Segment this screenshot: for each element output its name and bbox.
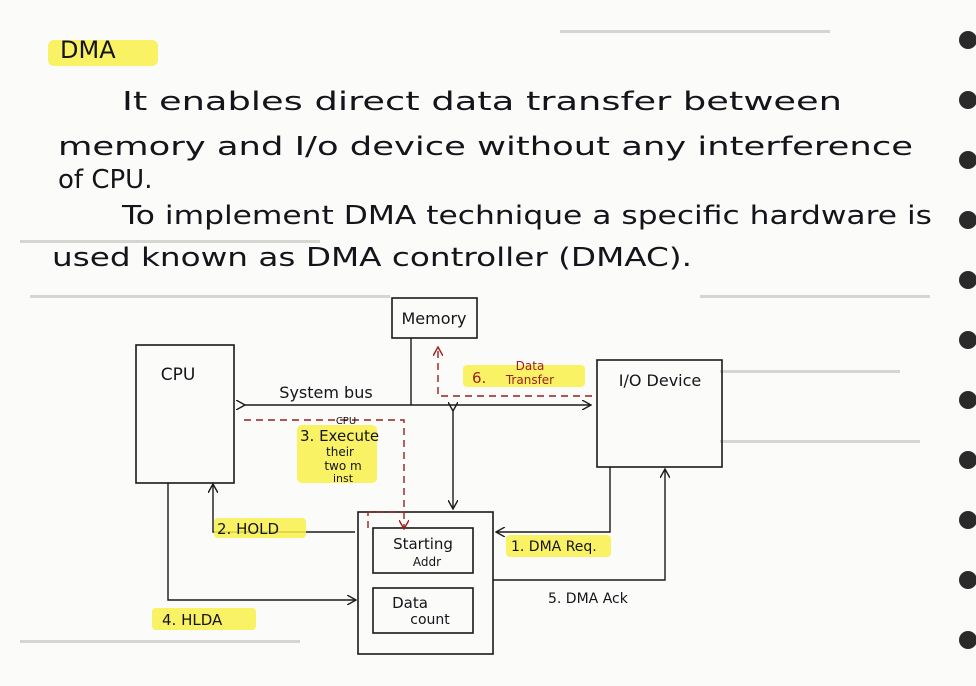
data-count-register <box>372 587 474 634</box>
dma-ack-label: 5. DMA Ack <box>548 591 629 607</box>
execute-highlight <box>297 425 377 483</box>
paragraph1-line2: memory and I/o device without any interf… <box>58 132 913 162</box>
execute-cpu-label: CPU <box>336 416 356 427</box>
io-device-label: I/O Device <box>619 371 702 390</box>
dma-req-label: 1. DMA Req. <box>511 539 597 555</box>
bleed-through-texture <box>20 30 930 643</box>
data-count-label-2: count <box>410 612 450 628</box>
dma-req-highlight <box>506 535 611 557</box>
io-device-box <box>596 359 723 468</box>
data-count-label-1: Data <box>392 594 428 612</box>
heading: DMA <box>60 36 116 64</box>
data-transfer-highlight <box>463 365 585 387</box>
hlda-signal-line <box>167 483 355 600</box>
hold-highlight <box>214 518 306 538</box>
paragraph1-line3: of CPU. <box>58 165 152 195</box>
execute-label-1: 3. Execute <box>300 427 379 445</box>
execute-label-4: inst <box>333 472 354 485</box>
heading-highlight <box>48 40 158 66</box>
dma-req-signal-line <box>497 467 611 532</box>
cpu-box <box>135 344 235 484</box>
dma-controller-box <box>357 511 494 655</box>
system-bus-label: System bus <box>279 383 372 402</box>
execute-label-2: their <box>326 445 354 459</box>
cpu-label: CPU <box>161 365 196 385</box>
data-transfer-step: 6. <box>472 369 486 387</box>
hold-signal-line <box>213 485 355 533</box>
data-transfer-label-1: Data <box>516 359 545 373</box>
memory-box <box>391 297 478 339</box>
paragraph1-line1: It enables direct data transfer between <box>122 87 842 117</box>
hlda-label: 4. HLDA <box>162 611 223 629</box>
spiral-binding <box>959 31 976 649</box>
starting-addr-label-2: Addr <box>413 555 441 569</box>
starting-address-register <box>372 527 474 574</box>
hlda-highlight <box>152 608 256 630</box>
paragraph2-line1: To implement DMA technique a specific ha… <box>121 201 932 231</box>
memory-label: Memory <box>401 309 466 328</box>
data-transfer-label-2: Transfer <box>505 373 554 387</box>
data-transfer-path <box>438 348 592 397</box>
dma-ack-signal-line <box>493 470 665 581</box>
hold-label: 2. HOLD <box>217 520 279 538</box>
dmac-inner-dash <box>367 511 404 528</box>
paragraph2-line2: used known as DMA controller (DMAC). <box>52 243 692 273</box>
execute-label-3: two m <box>324 459 361 473</box>
cpu-execute-path <box>244 419 404 528</box>
starting-addr-label-1: Starting <box>393 535 453 553</box>
